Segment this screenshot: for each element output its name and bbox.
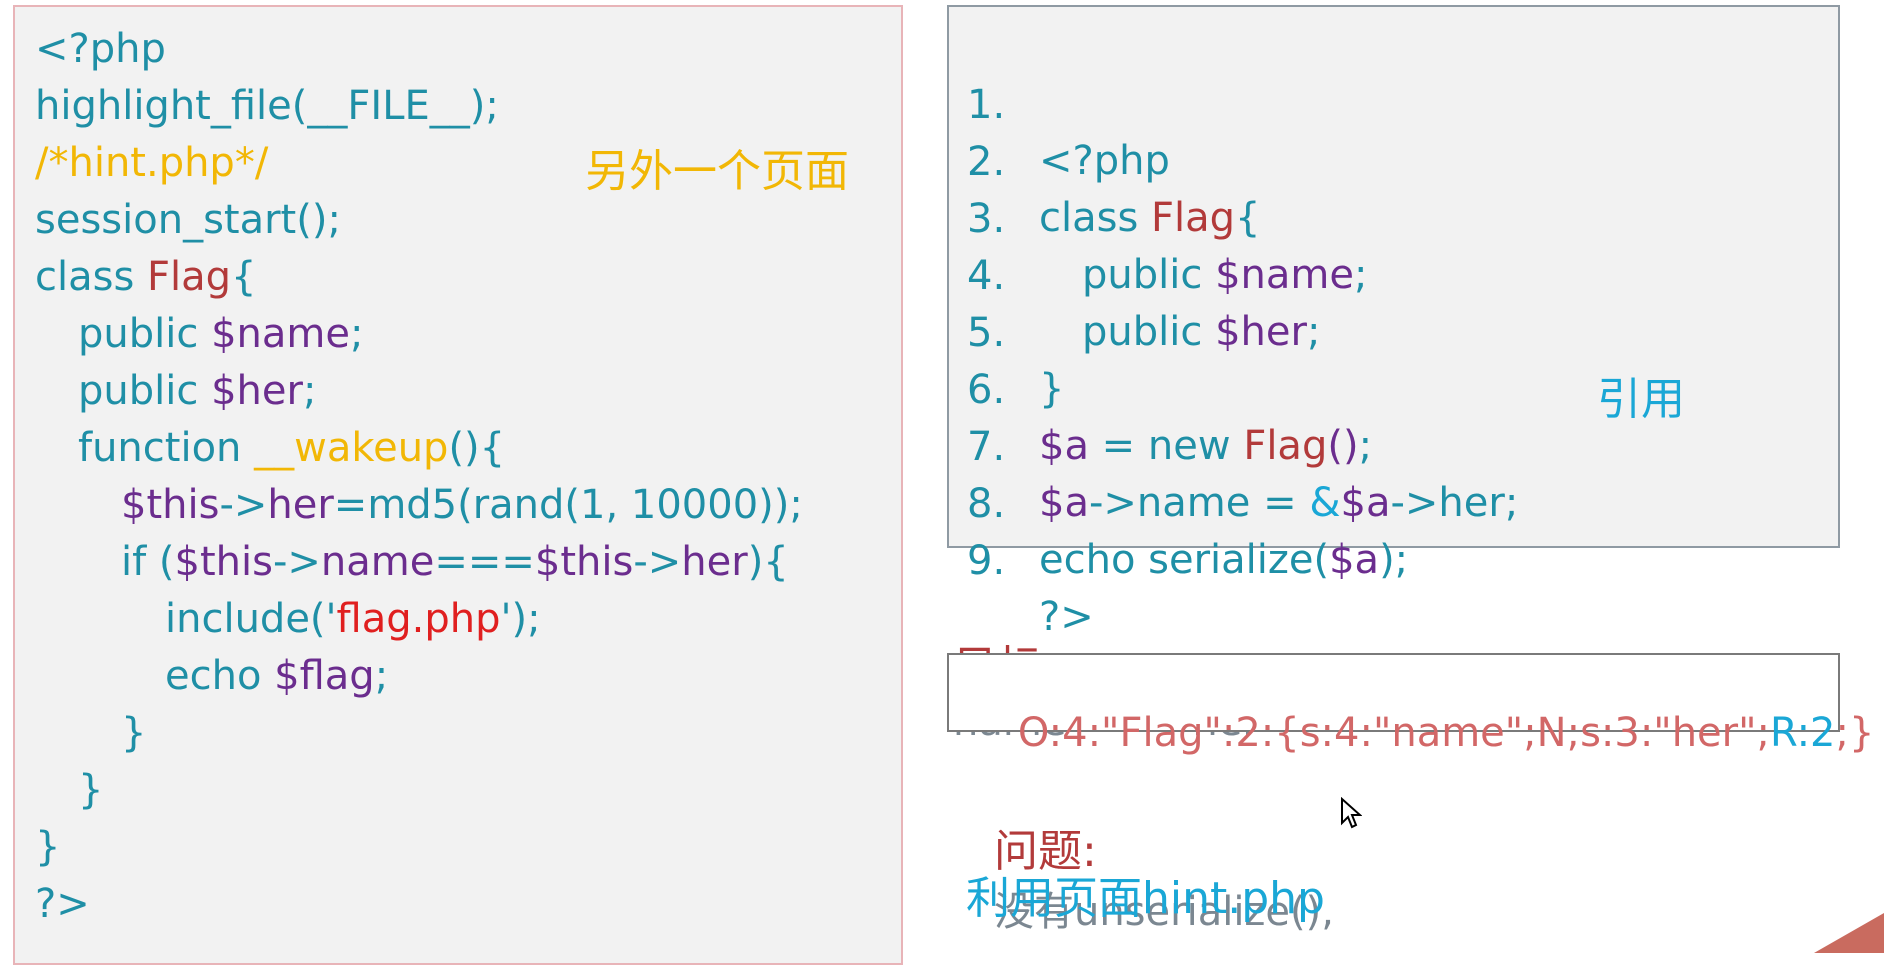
problem-line: 问题: 没有unserialize(), (966, 764, 1334, 937)
line-number: 7. (967, 424, 1006, 470)
line-number: 5. (967, 310, 1006, 356)
problem-label: 问题: (993, 826, 1097, 877)
code-text: public $name; (1082, 252, 1368, 298)
code-line: 6. $a = new Flag(); (949, 306, 1829, 469)
code-line: $this->her=md5(rand(1, 10000)); (121, 482, 803, 528)
annotation-reference: 引用 (1597, 374, 1685, 425)
line-number: 2. (967, 139, 1006, 185)
code-text: class Flag{ (1039, 195, 1261, 241)
payload-box: O:4:"Flag":2:{s:4:"name";N;s:3:"her";R:2… (947, 653, 1874, 756)
mouse-cursor-icon (1341, 797, 1362, 829)
serialized-payload: O:4:"Flag":2:{s:4:"name";N;s:3:"her";R:2… (1017, 710, 1875, 756)
code-line: session_start(); (35, 197, 341, 243)
code-line-comment: /*hint.php*/ (35, 140, 269, 186)
code-line: ?> (35, 881, 90, 927)
code-text: $a = new Flag(); (1039, 423, 1373, 469)
code-line: } (35, 824, 61, 870)
code-line: function __wakeup(){ (78, 425, 506, 471)
code-line: class Flag{ (35, 254, 257, 300)
code-line: 3. public $name; (949, 135, 1829, 298)
code-line: 9. ?> (949, 477, 1829, 640)
code-line: } (121, 710, 147, 756)
code-text: <?php (1039, 138, 1170, 184)
line-number: 8. (967, 481, 1006, 527)
code-line: if ($this->name===$this->her){ (121, 539, 789, 585)
line-number: 6. (967, 367, 1006, 413)
code-text: } (1039, 366, 1065, 412)
code-line: } (78, 767, 104, 813)
code-line: 1. <?php (949, 21, 1829, 184)
right-code-panel: 1. <?php 2. class Flag{ 3. public $name;… (947, 5, 1840, 640)
line-number: 4. (967, 253, 1006, 299)
corner-decoration (1814, 913, 1884, 953)
code-line: public $her; (78, 368, 317, 414)
code-line: 5. } (949, 249, 1829, 412)
use-page-text: 利用页面hint.php (966, 873, 1325, 924)
code-line: 8. echo serialize($a); (949, 420, 1829, 583)
code-line: highlight_file(__FILE__); (35, 83, 499, 129)
code-line: public $name; (78, 311, 364, 357)
code-line: <?php (35, 26, 166, 72)
code-text: echo serialize($a); (1039, 537, 1409, 583)
code-text: public $her; (1082, 309, 1321, 355)
annotation-other-page: 另外一个页面 (585, 146, 849, 197)
left-code-panel: <?php highlight_file(__FILE__); /*hint.p… (13, 5, 903, 965)
line-number: 1. (967, 82, 1006, 128)
line-number: 9. (967, 538, 1006, 584)
code-line: 2. class Flag{ (949, 78, 1829, 241)
code-line: include('flag.php'); (165, 596, 541, 642)
code-line: echo $flag; (165, 653, 389, 699)
code-line: 7. $a->name = &$a->her; (949, 363, 1829, 526)
problem-text: 没有unserialize(), (993, 889, 1334, 935)
code-text: $a->name = &$a->her; (1039, 480, 1519, 526)
line-number: 3. (967, 196, 1006, 242)
code-line: 4. public $her; (949, 192, 1829, 355)
code-text: ?> (1039, 594, 1094, 640)
